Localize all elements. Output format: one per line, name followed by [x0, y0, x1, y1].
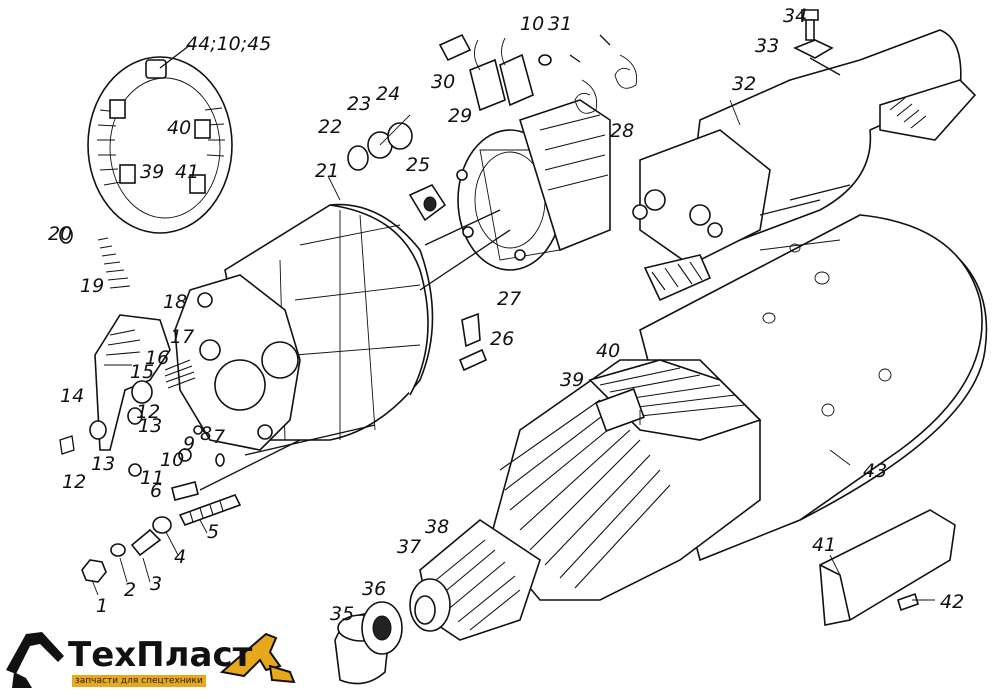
- part-label: 4: [174, 546, 186, 568]
- part-label: 13: [138, 415, 162, 437]
- part-label: 2: [124, 579, 136, 601]
- part-label: 6: [150, 480, 162, 502]
- part-label: 33: [755, 35, 779, 57]
- brand-tagline: запчасти для спецтехники: [72, 675, 206, 687]
- fasteners-1-13: [59, 420, 301, 583]
- brushes-29-30: [438, 33, 638, 114]
- part-label: 16: [145, 347, 169, 369]
- solenoid-32: [632, 29, 977, 302]
- part-label: 41: [175, 161, 199, 183]
- part-label: 9: [183, 433, 195, 455]
- part-label: 11: [140, 467, 164, 489]
- armature: [409, 359, 762, 641]
- washers-22-25: [347, 122, 447, 222]
- part-label: 13: [91, 453, 115, 475]
- bolt-26: [458, 312, 488, 372]
- part-label: 28: [610, 120, 634, 142]
- part-label: 25: [406, 154, 430, 176]
- part-label: 17: [170, 326, 194, 348]
- part-label: 30: [431, 71, 455, 93]
- part-label: 27: [497, 288, 521, 310]
- pole-shoe-41-42: [819, 509, 956, 626]
- part-label: 18: [163, 291, 187, 313]
- part-label: 35: [330, 603, 354, 625]
- part-label: 10: [520, 13, 544, 35]
- part-label: 41: [812, 534, 836, 556]
- part-label: 31: [548, 13, 572, 35]
- part-label: 44;10;45: [186, 33, 271, 55]
- part-label: 19: [80, 275, 104, 297]
- part-label: 12: [62, 471, 86, 493]
- part-label: 15: [130, 361, 154, 383]
- end-cover-18: [174, 274, 376, 456]
- part-label: 36: [362, 578, 386, 600]
- part-label: 32: [732, 73, 756, 95]
- part-label: 21: [315, 160, 339, 182]
- part-label: 34: [783, 5, 807, 27]
- part-label: 1: [96, 595, 108, 617]
- part-label: 24: [376, 83, 400, 105]
- brand-name: ТехПласт: [68, 635, 253, 675]
- inset-pole-ring: [87, 44, 233, 234]
- part-label: 37: [397, 536, 421, 558]
- part-label: 39: [560, 369, 584, 391]
- brush-plate-27: [456, 99, 611, 271]
- part-label: 22: [318, 116, 342, 138]
- part-label: 5: [207, 521, 219, 543]
- excavator-arm-icon: [6, 632, 296, 688]
- part-label: 26: [490, 328, 514, 350]
- part-label: 14: [60, 385, 84, 407]
- part-label: 40: [167, 117, 191, 139]
- part-label: 12: [136, 401, 160, 423]
- part-label: 10: [160, 449, 184, 471]
- part-label: 42: [940, 591, 964, 613]
- part-label: 29: [448, 105, 472, 127]
- part-label: 3: [150, 573, 162, 595]
- part-label: 23: [347, 93, 371, 115]
- part-label: 8: [200, 423, 212, 445]
- screw-33-34: [793, 9, 841, 76]
- part-label: 39: [140, 161, 164, 183]
- springs: [59, 226, 196, 389]
- bushing-35-36: [334, 601, 403, 685]
- bracket-14: [94, 314, 171, 451]
- part-label: 7: [213, 426, 225, 448]
- brand-logo: ТехПласт запчасти для спецтехники: [4, 626, 304, 692]
- part-label: 20: [48, 223, 72, 245]
- part-label: 38: [425, 516, 449, 538]
- part-label: 43: [863, 460, 887, 482]
- part-label: 40: [596, 340, 620, 362]
- leader-lines: [91, 99, 935, 601]
